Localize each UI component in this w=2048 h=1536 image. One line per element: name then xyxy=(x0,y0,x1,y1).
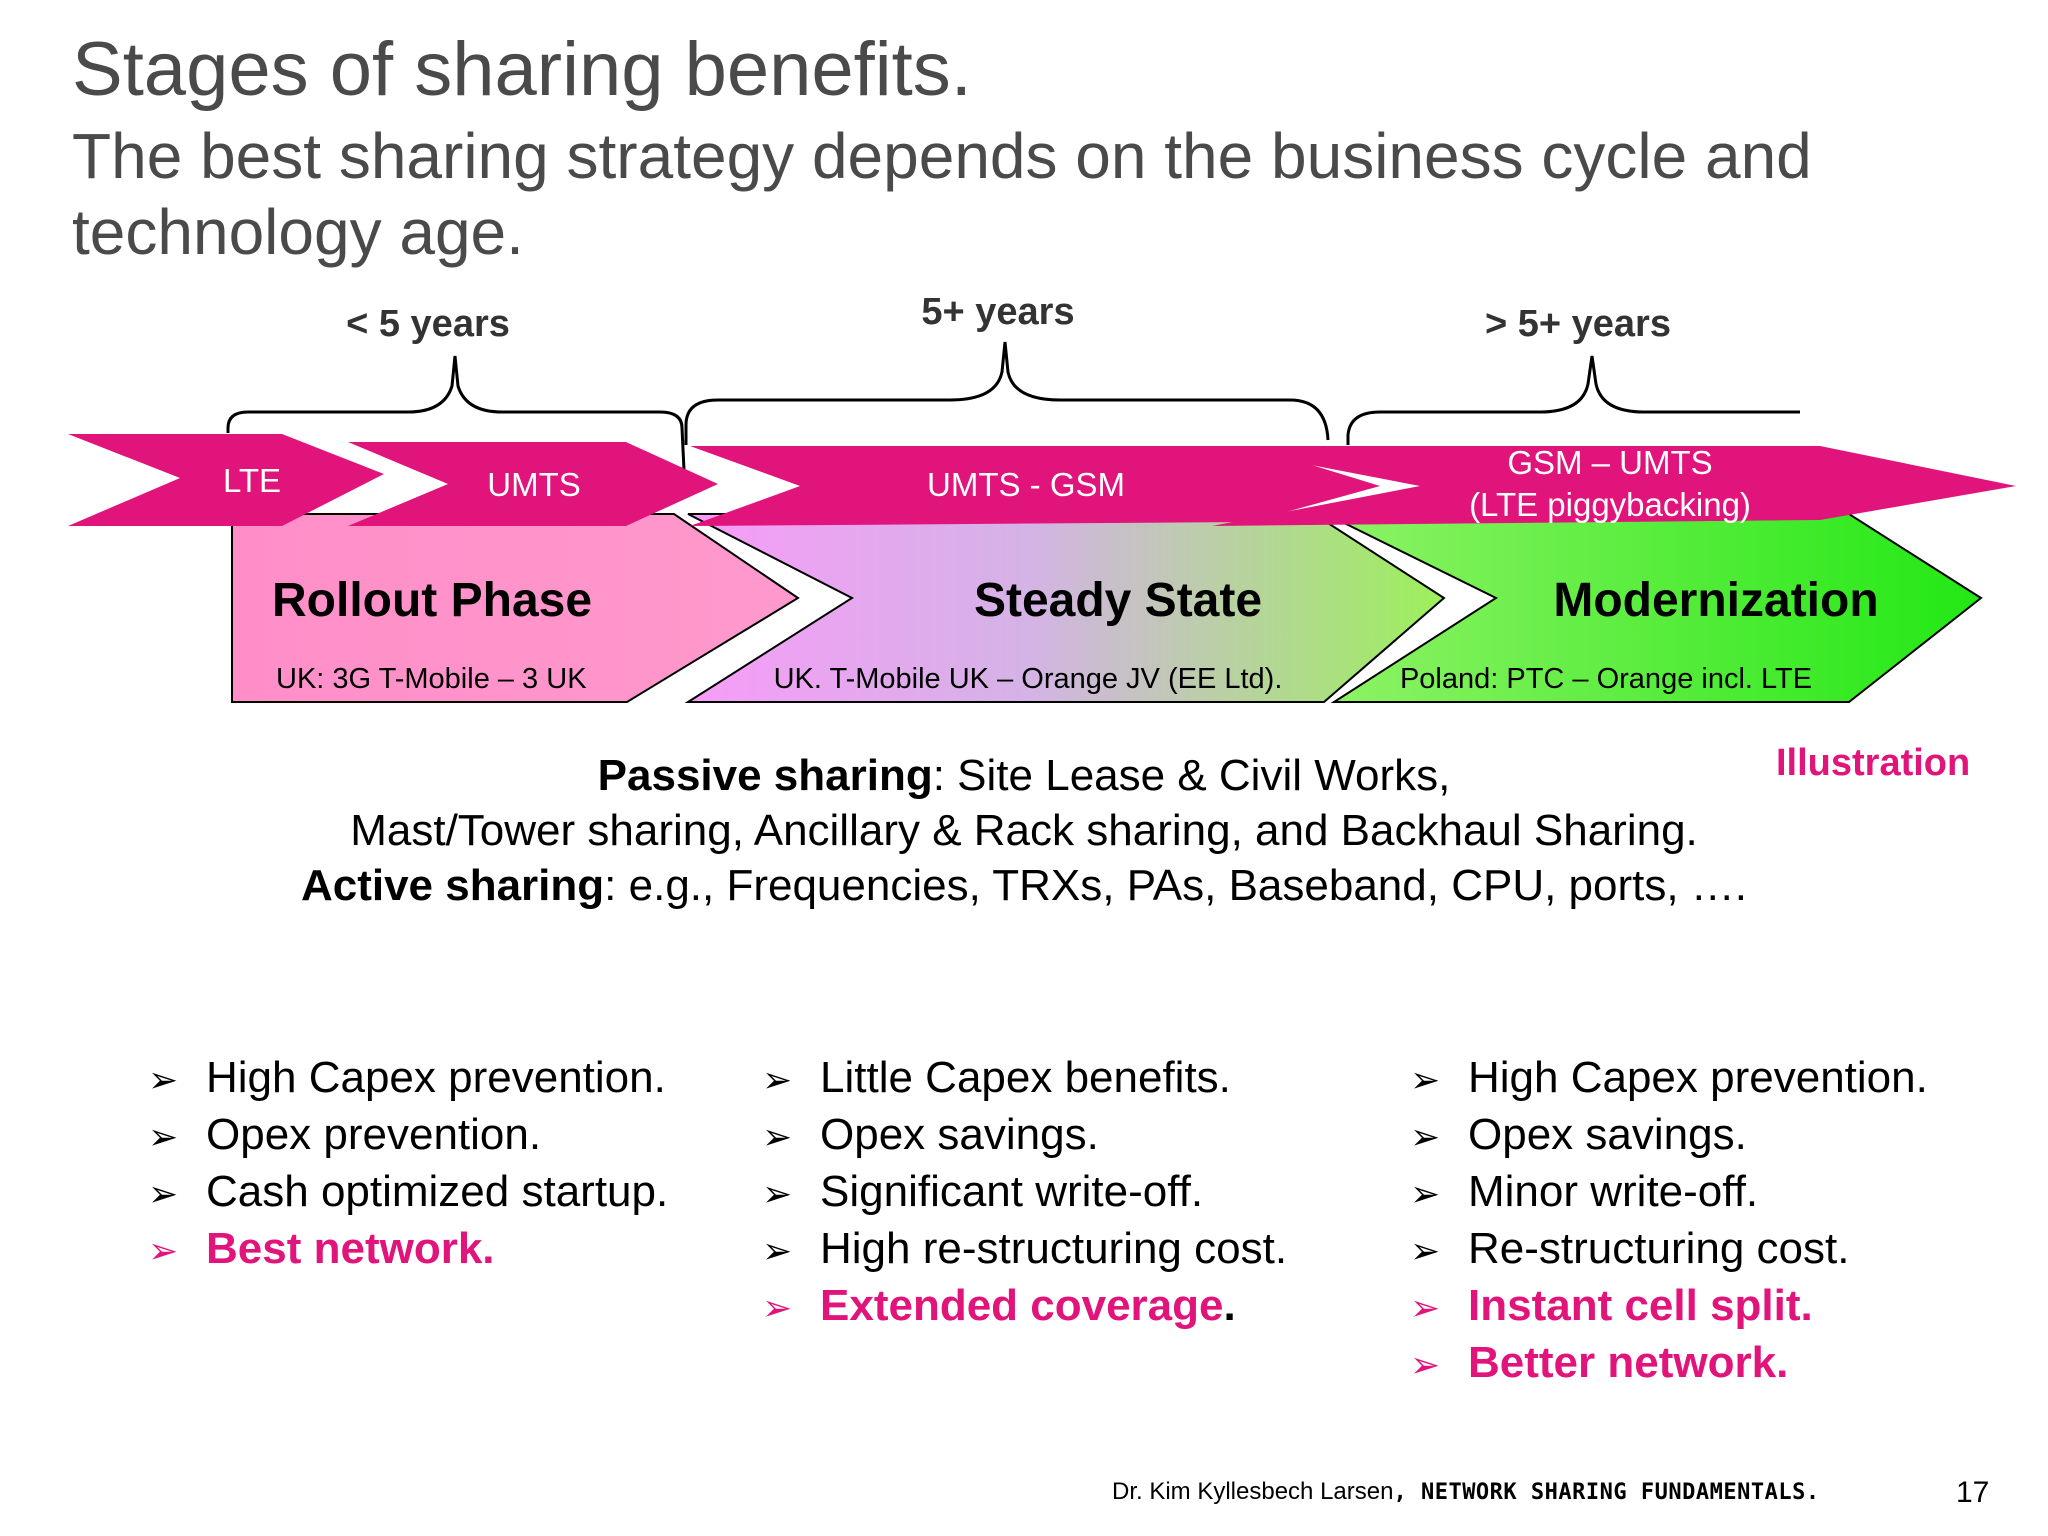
bullet-arrow-icon: ➢ xyxy=(148,1116,179,1157)
bullet-arrow-icon: ➢ xyxy=(148,1230,179,1271)
footer-credit: Dr. Kim Kyllesbech Larsen, NETWORK SHARI… xyxy=(1112,1478,1820,1506)
illustration-label: Illustration xyxy=(1776,742,1971,784)
list-item: ➢Opex prevention. xyxy=(148,1107,668,1164)
list-item: ➢High Capex prevention. xyxy=(148,1050,668,1107)
page-title: Stages of sharing benefits. xyxy=(72,27,972,112)
footer-separator: , xyxy=(1393,1480,1421,1505)
sharing-stages-diagram: < 5 years 5+ years > 5+ years Rollout Ph… xyxy=(68,291,2016,703)
list-item: ➢High Capex prevention. xyxy=(1410,1050,1928,1107)
bullet-arrow-icon: ➢ xyxy=(762,1173,793,1214)
tech-label-lte: LTE xyxy=(223,462,281,499)
list-item: ➢Significant write-off. xyxy=(762,1164,1287,1221)
benefits-list-modernization: ➢High Capex prevention. ➢Opex savings. ➢… xyxy=(1410,1050,1928,1392)
list-item: ➢Minor write-off. xyxy=(1410,1164,1928,1221)
bullet-arrow-icon: ➢ xyxy=(1410,1116,1441,1157)
tech-arrow-lte xyxy=(68,434,384,526)
tech-arrow-umts xyxy=(348,442,718,526)
bullet-arrow-icon: ➢ xyxy=(1410,1230,1441,1271)
tech-label-gsm-umts: GSM – UMTS xyxy=(1507,444,1712,481)
list-item-highlight: ➢Best network. xyxy=(148,1221,668,1278)
phase-name-rollout: Rollout Phase xyxy=(272,574,592,627)
brace-rollout xyxy=(226,355,686,471)
list-item-highlight: ➢Instant cell split. xyxy=(1410,1278,1928,1335)
bullet-arrow-icon: ➢ xyxy=(762,1116,793,1157)
list-item: ➢High re-structuring cost. xyxy=(762,1221,1287,1278)
phase-name-steady: Steady State xyxy=(974,574,1262,627)
phase-example-steady: UK. T-Mobile UK – Orange JV (EE Ltd). xyxy=(774,663,1283,695)
list-item-highlight: ➢Extended coverage. xyxy=(762,1278,1287,1335)
bullet-arrow-icon: ➢ xyxy=(762,1287,793,1328)
period-label-rollout: < 5 years xyxy=(346,303,510,345)
tech-arrow-umts-gsm xyxy=(690,446,1380,526)
list-item: ➢Re-structuring cost. xyxy=(1410,1221,1928,1278)
list-item: ➢Little Capex benefits. xyxy=(762,1050,1287,1107)
tech-label-umts: UMTS xyxy=(487,466,581,503)
brace-modernization xyxy=(1346,355,1800,445)
bullet-arrow-icon: ➢ xyxy=(148,1173,179,1214)
bullet-arrow-icon: ➢ xyxy=(762,1059,793,1100)
period-label-steady: 5+ years xyxy=(921,291,1074,333)
list-item-highlight: ➢Better network. xyxy=(1410,1335,1928,1392)
trailing-period: . xyxy=(1223,1281,1236,1330)
tech-arrow-gsm-umts xyxy=(1212,446,2016,526)
active-sharing-label: Active sharing xyxy=(300,861,605,910)
brace-steady xyxy=(684,341,1330,445)
list-item: ➢Cash optimized startup. xyxy=(148,1164,668,1221)
phase-example-modernization: Poland: PTC – Orange incl. LTE xyxy=(1400,663,1812,695)
passive-sharing-line: Passive sharing: Site Lease & Civil Work… xyxy=(0,748,2048,803)
tech-label-lte-piggybacking: (LTE piggybacking) xyxy=(1469,486,1751,523)
active-sharing-line: Active sharing: e.g., Frequencies, TRXs,… xyxy=(0,858,2048,913)
bullet-arrow-icon: ➢ xyxy=(762,1230,793,1271)
passive-sharing-line-2: Mast/Tower sharing, Ancillary & Rack sha… xyxy=(350,806,1698,855)
bullet-arrow-icon: ➢ xyxy=(1410,1344,1441,1385)
page-subtitle: The best sharing strategy depends on the… xyxy=(72,120,1812,268)
bullet-arrow-icon: ➢ xyxy=(1410,1173,1441,1214)
benefits-list-rollout: ➢High Capex prevention. ➢Opex prevention… xyxy=(148,1050,668,1278)
sharing-description: Passive sharing: Site Lease & Civil Work… xyxy=(0,748,2048,913)
benefits-list-steady: ➢Little Capex benefits. ➢Opex savings. ➢… xyxy=(762,1050,1287,1335)
bullet-arrow-icon: ➢ xyxy=(1410,1059,1441,1100)
passive-sharing-label: Passive sharing xyxy=(597,751,933,800)
page-number: 17 xyxy=(1956,1476,1990,1509)
bullet-arrow-icon: ➢ xyxy=(148,1059,179,1100)
footer-author: Dr. Kim Kyllesbech Larsen xyxy=(1112,1478,1394,1505)
list-item: ➢Opex savings. xyxy=(1410,1107,1928,1164)
phase-name-modernization: Modernization xyxy=(1553,574,1878,627)
passive-sharing-text: : Site Lease & Civil Works, xyxy=(932,751,1451,800)
period-label-modernization: > 5+ years xyxy=(1485,303,1671,345)
bullet-arrow-icon: ➢ xyxy=(1410,1287,1441,1328)
active-sharing-text: : e.g., Frequencies, TRXs, PAs, Baseband… xyxy=(604,861,1748,910)
tech-label-umts-gsm: UMTS - GSM xyxy=(927,466,1125,503)
list-item: ➢Opex savings. xyxy=(762,1107,1287,1164)
phase-example-rollout: UK: 3G T-Mobile – 3 UK xyxy=(276,663,587,695)
footer-book-title: NETWORK SHARING FUNDAMENTALS. xyxy=(1420,1480,1820,1505)
